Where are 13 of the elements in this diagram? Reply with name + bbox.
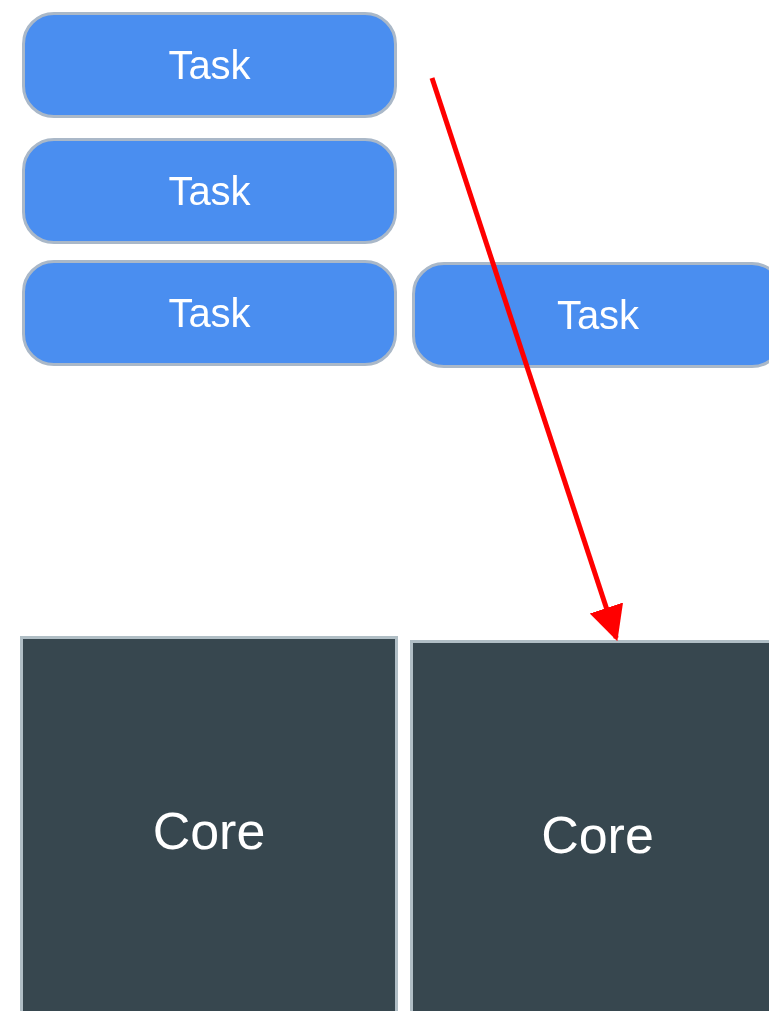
task-pill: [22, 138, 397, 244]
core-label: Core: [541, 805, 654, 865]
core-block: [20, 636, 398, 1011]
core-label: Core: [152, 801, 266, 861]
task-label: Task: [168, 290, 251, 336]
task-label: Task: [168, 168, 251, 214]
task-label: Task: [168, 42, 251, 88]
task-pill: [412, 262, 769, 368]
task-pill: [22, 12, 397, 118]
task-pill: [22, 260, 397, 366]
arrow: [429, 77, 624, 642]
task-label: Task: [556, 292, 640, 338]
core-block: [410, 640, 769, 1011]
